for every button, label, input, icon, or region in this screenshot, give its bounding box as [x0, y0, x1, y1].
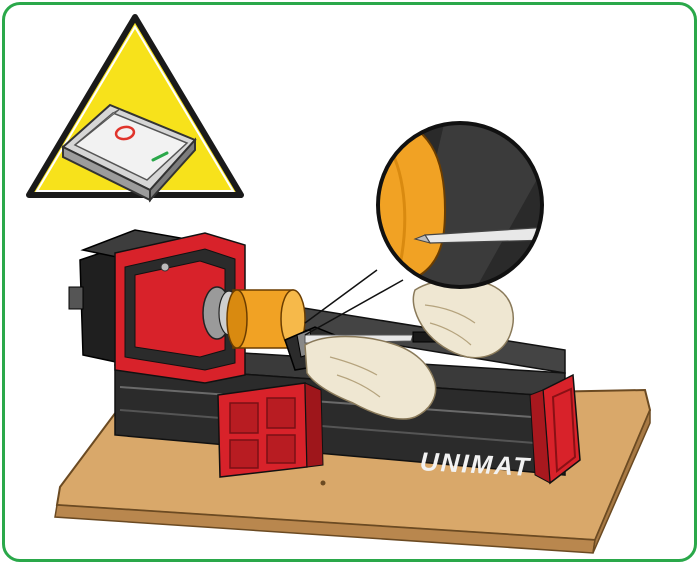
- unimat-logo: UNIMAT: [419, 446, 532, 482]
- brand-label: UNIMAT: [419, 446, 532, 482]
- lathe-illustration: UNIMAT: [5, 5, 694, 559]
- warning-sign: [29, 17, 241, 200]
- zoom-detail: [365, 115, 550, 290]
- tailstock-clamp: [218, 383, 323, 477]
